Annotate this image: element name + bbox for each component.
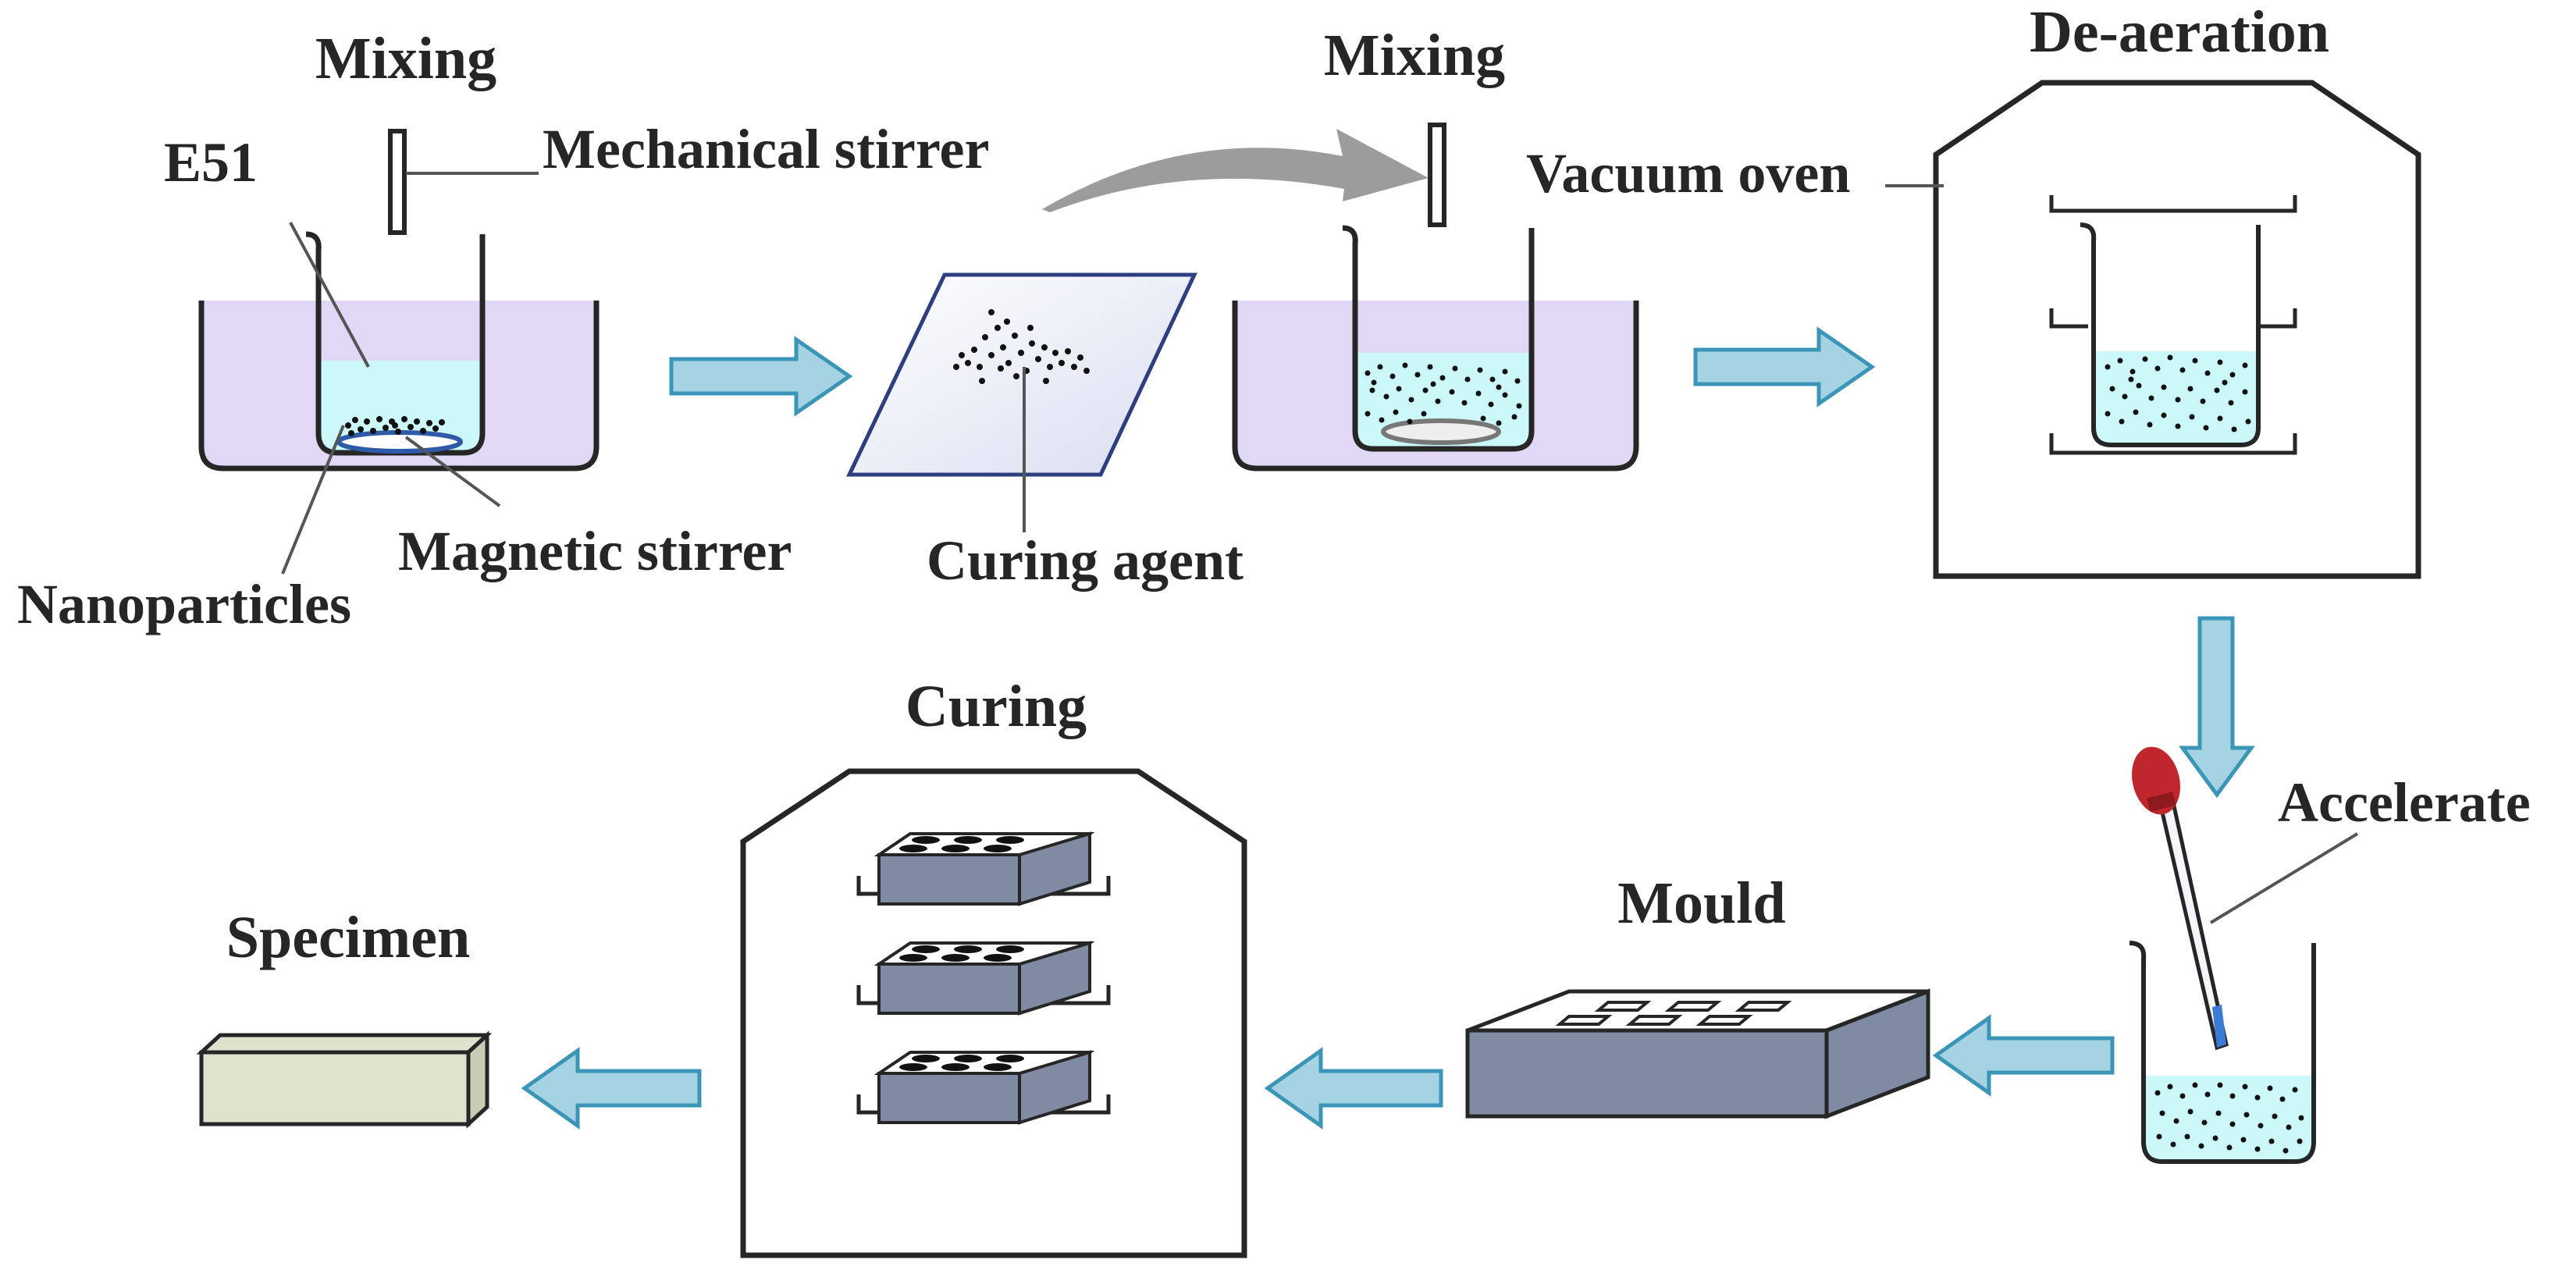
stage-title-mixing-2: Mixing — [1324, 23, 1505, 88]
label-accelerate: Accelerate — [2278, 771, 2531, 834]
beaker-icon — [1342, 225, 1535, 452]
stage-mixing-2: Mixing — [1232, 23, 1639, 472]
mould-icon — [873, 941, 1095, 1016]
nanoparticle-cluster-1 — [345, 416, 445, 436]
label-magnetic-stirrer: Magnetic stirrer — [398, 520, 792, 582]
particle-dispersion-3 — [2105, 354, 2251, 432]
magnetic-stirrer-icon — [336, 430, 463, 454]
flow-arrow-6 — [521, 1047, 702, 1130]
flow-arrow-3 — [2179, 616, 2255, 799]
beaker-icon — [305, 231, 486, 456]
stage-mixing-1: Mixing E51 Mechanical stirrer Magneti — [17, 26, 989, 635]
specimen-bar-icon — [196, 1030, 493, 1129]
mould-icon — [873, 1050, 1095, 1125]
curing-agent-powder — [953, 309, 1090, 384]
oven-icon — [1933, 80, 2421, 579]
label-mechanical-stirrer: Mechanical stirrer — [543, 118, 989, 180]
stage-curing-agent: Curing agent — [846, 272, 1244, 592]
weighing-plate-icon — [846, 272, 1197, 477]
stage-curing: Curing — [740, 674, 1247, 1258]
particle-dispersion-4 — [2154, 1082, 2304, 1154]
stage-deaeration: De-aeration Vacuum oven — [1526, 0, 2421, 579]
stage-mould: Mould — [1465, 870, 1930, 1119]
stage-title-specimen: Specimen — [226, 905, 470, 970]
label-nanoparticles: Nanoparticles — [17, 573, 351, 635]
label-curing-agent: Curing agent — [927, 529, 1244, 592]
mould-icon — [1465, 988, 1930, 1119]
flow-arrow-2 — [1693, 326, 1876, 407]
stage-specimen: Specimen — [196, 905, 493, 1129]
beaker-icon — [2129, 941, 2316, 1164]
stirrer-rod-icon — [1428, 123, 1446, 227]
label-e51: E51 — [164, 131, 258, 194]
stage-title-deaeration: De-aeration — [2030, 0, 2329, 65]
stage-title-mould: Mould — [1617, 870, 1785, 936]
magnetic-stirrer-icon — [1381, 418, 1501, 445]
flow-arrow-5 — [1264, 1047, 1443, 1130]
stage-accelerate: Accelerate — [2129, 746, 2531, 1164]
mould-icon — [873, 831, 1095, 906]
transfer-arrow — [1042, 129, 1429, 212]
dropper-icon — [2132, 746, 2229, 1051]
flow-arrow-4 — [1932, 1014, 2115, 1097]
stage-title-mixing-1: Mixing — [315, 26, 496, 91]
flow-arrow-1 — [669, 336, 853, 417]
label-vacuum-oven: Vacuum oven — [1526, 142, 1850, 205]
stage-title-curing: Curing — [906, 674, 1087, 739]
beaker-icon — [2080, 222, 2261, 447]
stirrer-rod-icon — [388, 129, 407, 235]
particle-dispersion-2 — [1364, 362, 1522, 426]
